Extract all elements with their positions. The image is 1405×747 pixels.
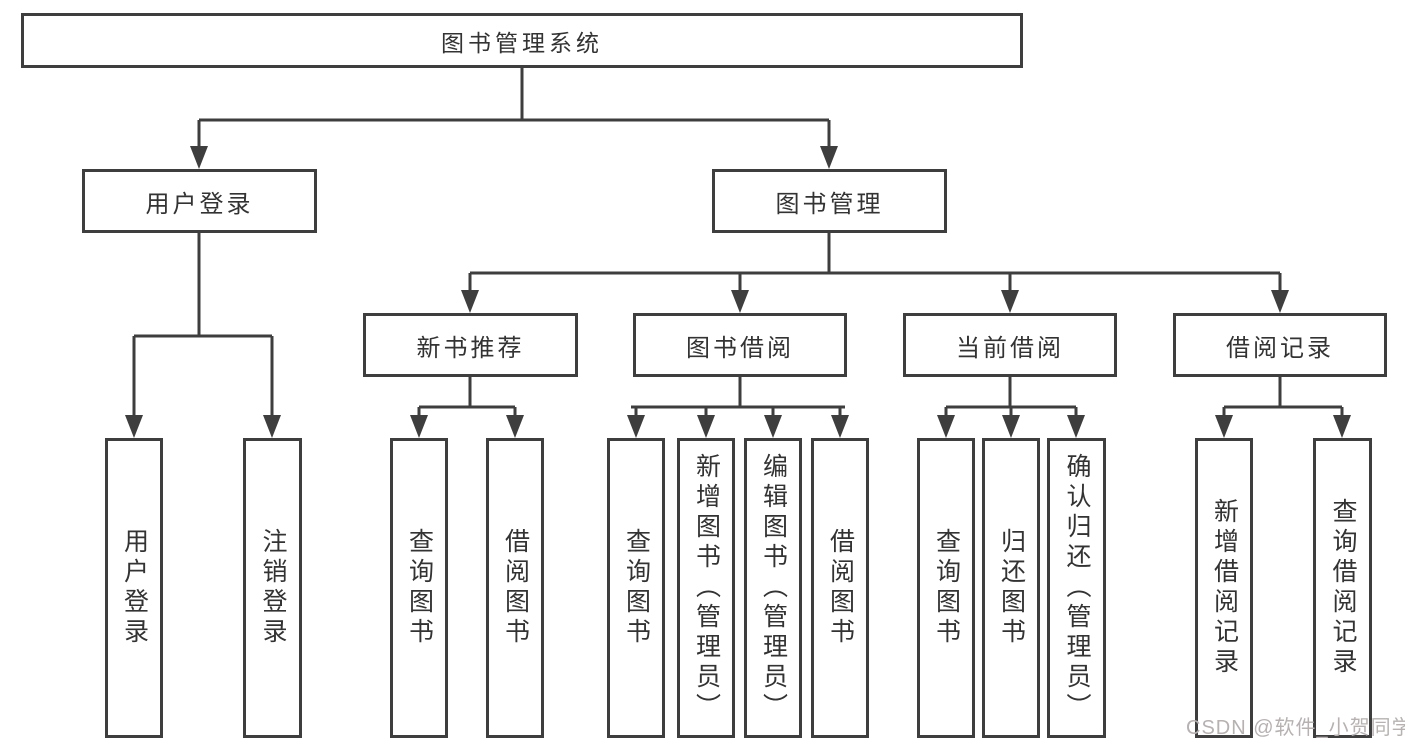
arrow-down-icon	[410, 415, 428, 438]
node-borrowing-records: 借阅记录	[1173, 313, 1387, 377]
arrow-down-icon	[697, 415, 715, 438]
arrow-down-icon	[820, 146, 838, 169]
leaf-borrow-books-borrowing: 借阅图书	[811, 438, 869, 738]
arrow-down-icon	[1002, 415, 1020, 438]
arrow-down-icon	[263, 415, 281, 438]
leaf-query-books-recommend: 查询图书	[390, 438, 448, 738]
node-book-borrowing: 图书借阅	[633, 313, 847, 377]
leaf-logout: 注销登录	[243, 438, 302, 738]
node-current-borrowing: 当前借阅	[903, 313, 1117, 377]
arrow-down-icon	[764, 415, 782, 438]
arrow-down-icon	[506, 415, 524, 438]
node-user-login: 用户登录	[82, 169, 317, 233]
leaf-user-login: 用户登录	[105, 438, 163, 738]
node-book-management: 图书管理	[712, 169, 947, 233]
arrow-down-icon	[1067, 415, 1085, 438]
node-library-management-system: 图书管理系统	[21, 13, 1023, 68]
arrow-down-icon	[1333, 415, 1351, 438]
arrow-down-icon	[627, 415, 645, 438]
arrow-down-icon	[1215, 415, 1233, 438]
arrow-down-icon	[461, 290, 479, 313]
leaf-query-books-current: 查询图书	[917, 438, 975, 738]
arrow-down-icon	[125, 415, 143, 438]
leaf-edit-books-admin: 编辑图书（管理员）	[744, 438, 802, 738]
leaf-query-books-borrowing: 查询图书	[607, 438, 665, 738]
arrow-down-icon	[831, 415, 849, 438]
arrow-down-icon	[1271, 290, 1289, 313]
arrow-down-icons	[125, 146, 1351, 438]
leaf-query-borrow-record: 查询借阅记录	[1313, 438, 1372, 738]
arrow-down-icon	[190, 146, 208, 169]
arrow-down-icon	[937, 415, 955, 438]
leaf-confirm-return-admin: 确认归还（管理员）	[1047, 438, 1106, 738]
csdn-watermark: CSDN @软件_小贺同学	[1186, 717, 1405, 739]
leaf-borrow-books-recommend: 借阅图书	[486, 438, 544, 738]
leaf-add-books-admin: 新增图书（管理员）	[677, 438, 735, 738]
arrow-down-icon	[1001, 290, 1019, 313]
node-new-book-recommendation: 新书推荐	[363, 313, 578, 377]
leaf-add-borrow-record: 新增借阅记录	[1195, 438, 1253, 738]
leaf-return-books: 归还图书	[982, 438, 1040, 738]
arrow-down-icon	[731, 290, 749, 313]
